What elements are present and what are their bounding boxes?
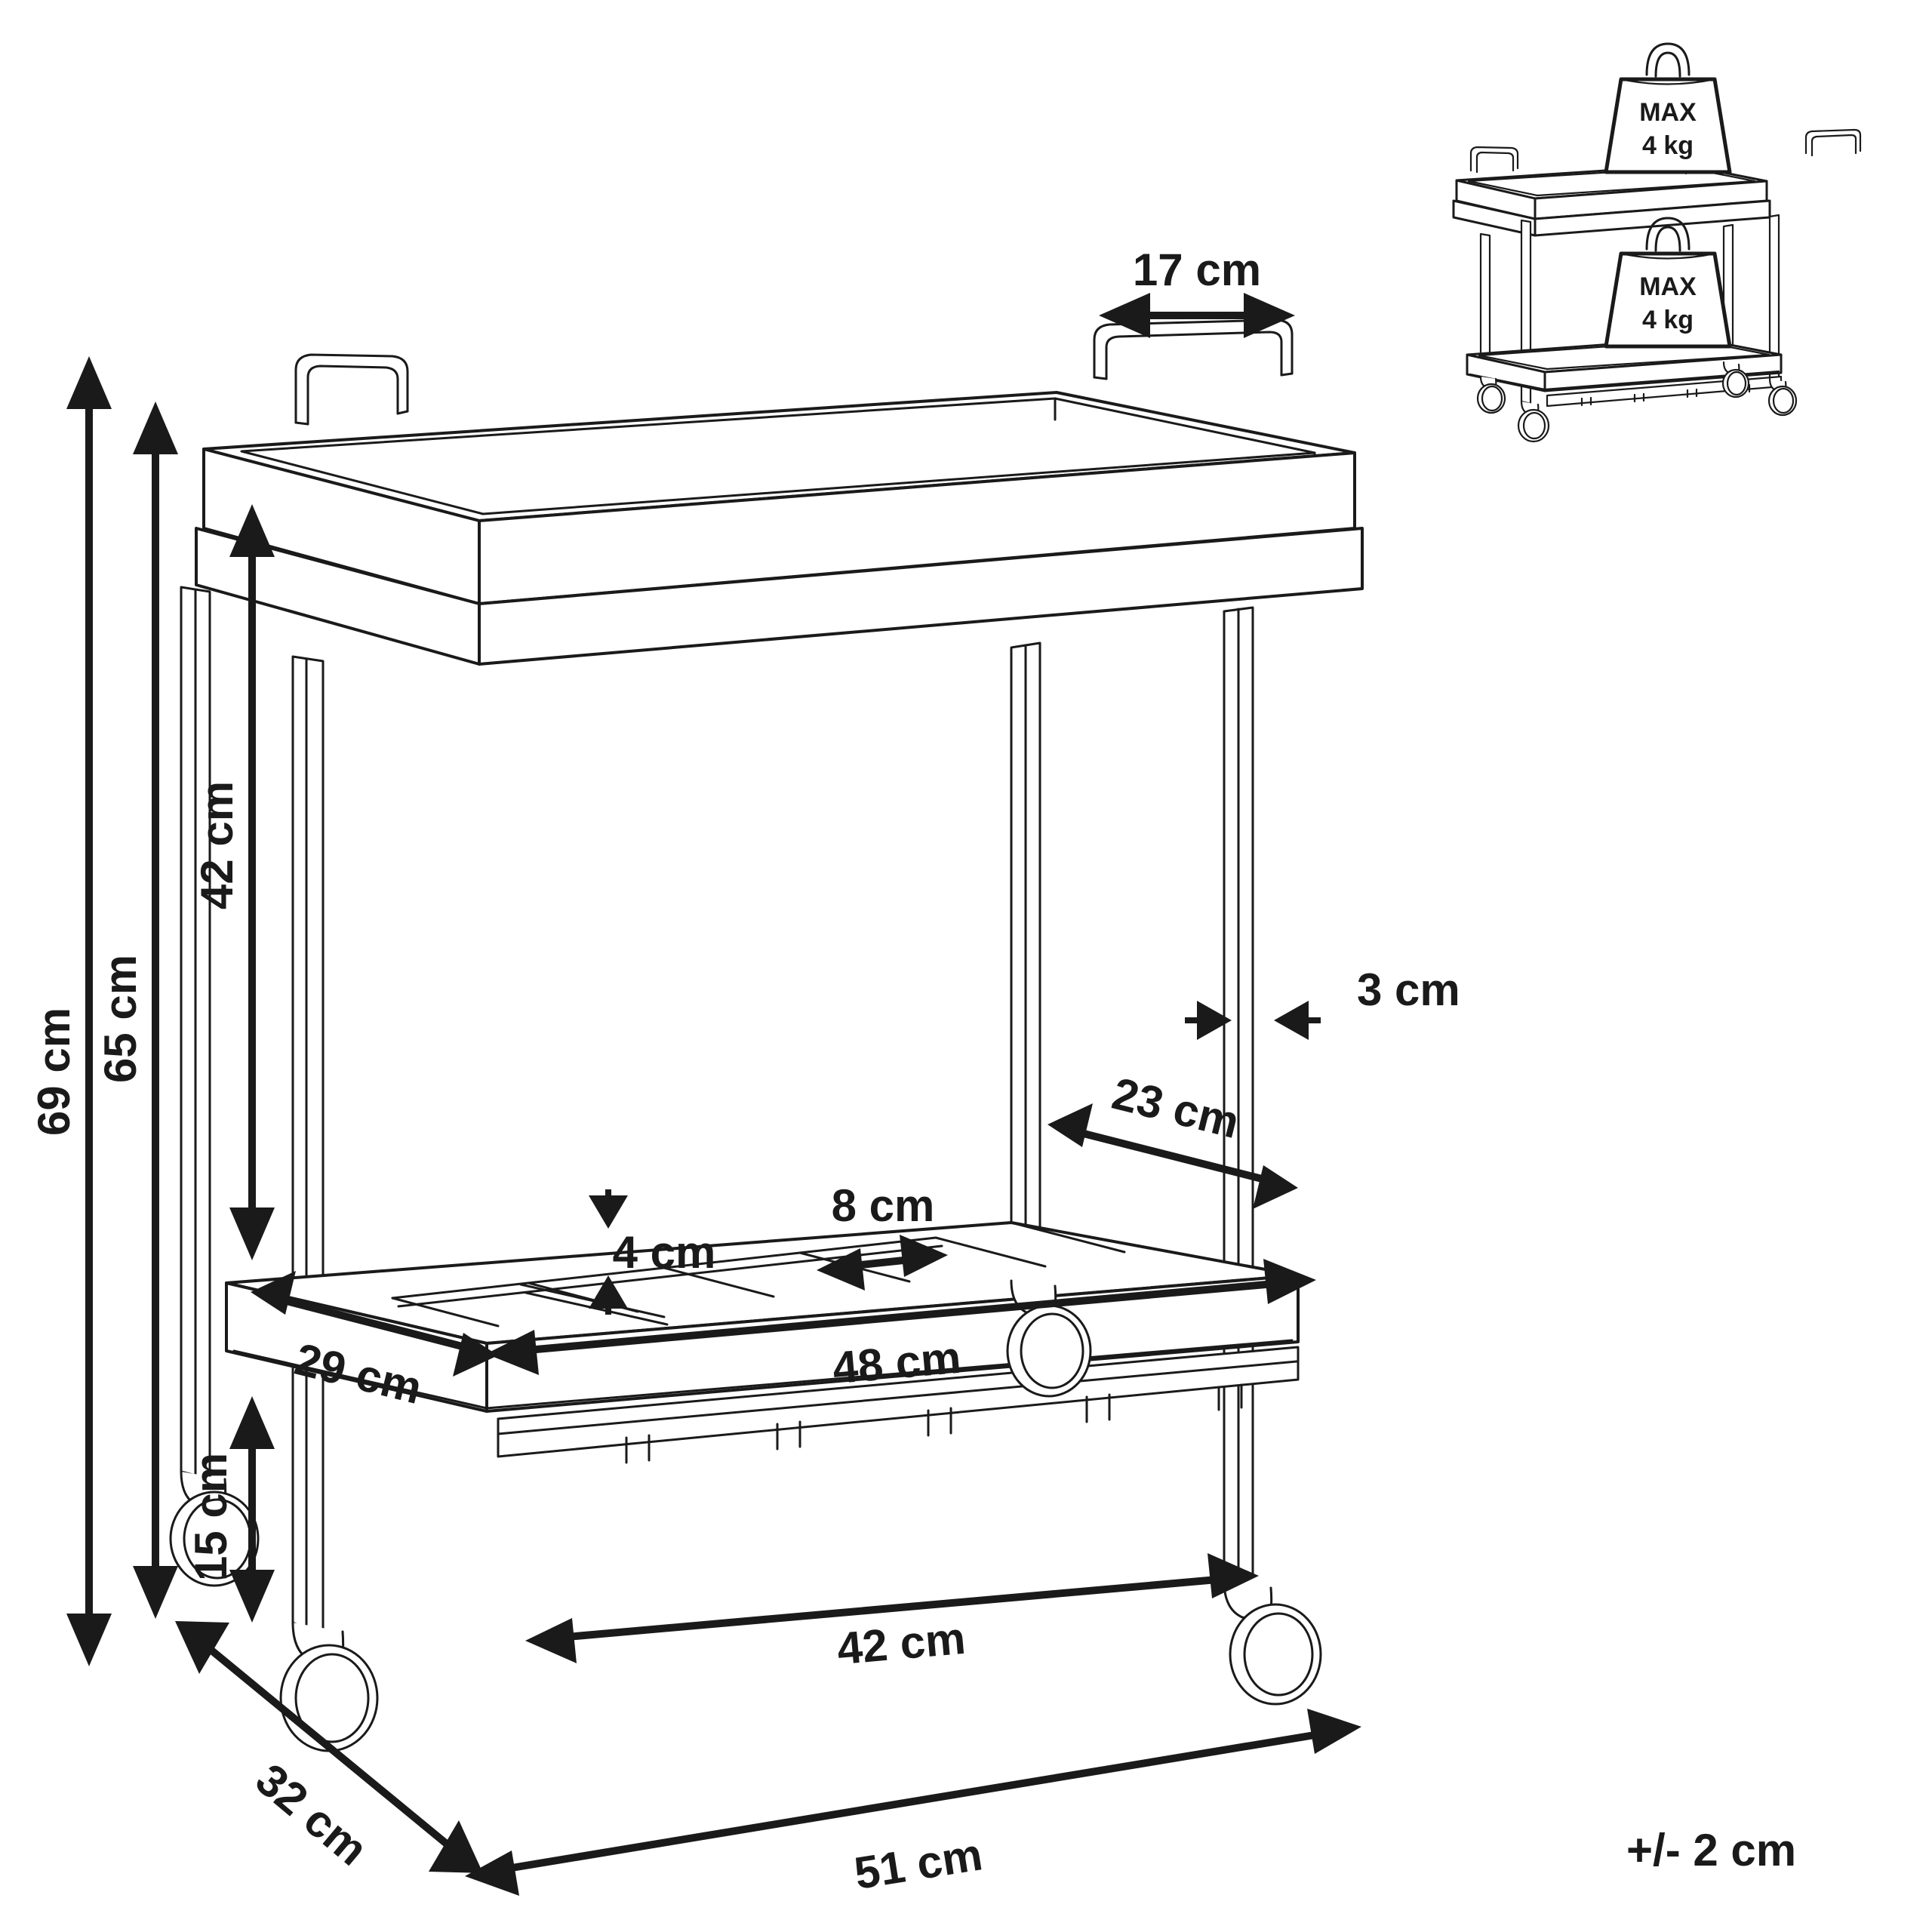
main-cart-drawing (169, 318, 1364, 1752)
dimension-17cm-handle: 17 cm (1099, 245, 1295, 338)
weight-label-top-line1: MAX (1639, 98, 1697, 127)
dimension-4cm-slat-thickness: 4 cm (589, 1189, 715, 1315)
inset-caster-front-left (1517, 400, 1550, 443)
dimension-42cm-track: 42 cm (525, 1553, 1259, 1674)
dimension-label-51cm: 51 cm (851, 1829, 986, 1899)
dimension-label-48cm: 48 cm (831, 1332, 963, 1394)
tolerance-note: +/- 2 cm (1626, 1825, 1796, 1875)
dimension-label-4cm: 4 cm (613, 1227, 716, 1278)
dimension-51cm-width: 51 cm (465, 1709, 1361, 1899)
inset-caster-back-right (1721, 361, 1750, 398)
dimension-69cm: 69 cm (29, 356, 112, 1666)
inset-tray-handle-right (1804, 128, 1862, 157)
dimension-label-17cm: 17 cm (1133, 245, 1261, 295)
dimension-label-69cm: 69 cm (29, 1008, 79, 1136)
cart-posts (180, 586, 1254, 1639)
dimension-label-8cm: 8 cm (832, 1180, 935, 1231)
dimension-48cm-width: 48 cm (486, 1259, 1316, 1393)
caster-front-right (1223, 1580, 1322, 1706)
weight-icon-bottom-shelf: MAX 4 kg (1604, 217, 1732, 349)
dimension-42cm-clearance: 42 cm (192, 504, 275, 1260)
dimension-label-65cm: 65 cm (95, 955, 146, 1083)
dimension-8cm-slat-width: 8 cm (817, 1180, 948, 1291)
inset-caster-back-left (1476, 375, 1506, 414)
inset-tray-handle-left (1469, 146, 1519, 174)
caster-front-left (279, 1621, 379, 1752)
inset-top-tray (1452, 164, 1771, 237)
inset-caster-wheels (1476, 361, 1798, 443)
dimension-15cm: 15 cm (186, 1396, 275, 1623)
dimension-label-42cm-track: 42 cm (835, 1613, 968, 1675)
dimension-label-3cm: 3 cm (1357, 964, 1460, 1015)
weight-label-top-line2: 4 kg (1642, 131, 1694, 160)
load-capacity-inset: MAX 4 kg MAX 4 kg (1452, 42, 1862, 443)
top-tray (195, 391, 1364, 666)
tray-handle-left (294, 353, 409, 426)
weight-label-bottom-line2: 4 kg (1642, 306, 1694, 334)
dimension-label-15cm: 15 cm (186, 1453, 236, 1581)
dimension-65cm: 65 cm (95, 401, 178, 1619)
dimension-3cm-post: 3 cm (1185, 964, 1460, 1040)
weight-icon-top-shelf: MAX 4 kg (1604, 42, 1732, 174)
dimension-label-42cm-clearance: 42 cm (192, 781, 242, 909)
weight-label-bottom-line1: MAX (1639, 272, 1697, 301)
dimension-23cm-depth: 23 cm (1048, 1068, 1298, 1209)
inset-caster-front-right (1767, 377, 1798, 417)
lower-shelf (225, 1221, 1300, 1464)
tray-handle-right (1093, 318, 1294, 380)
